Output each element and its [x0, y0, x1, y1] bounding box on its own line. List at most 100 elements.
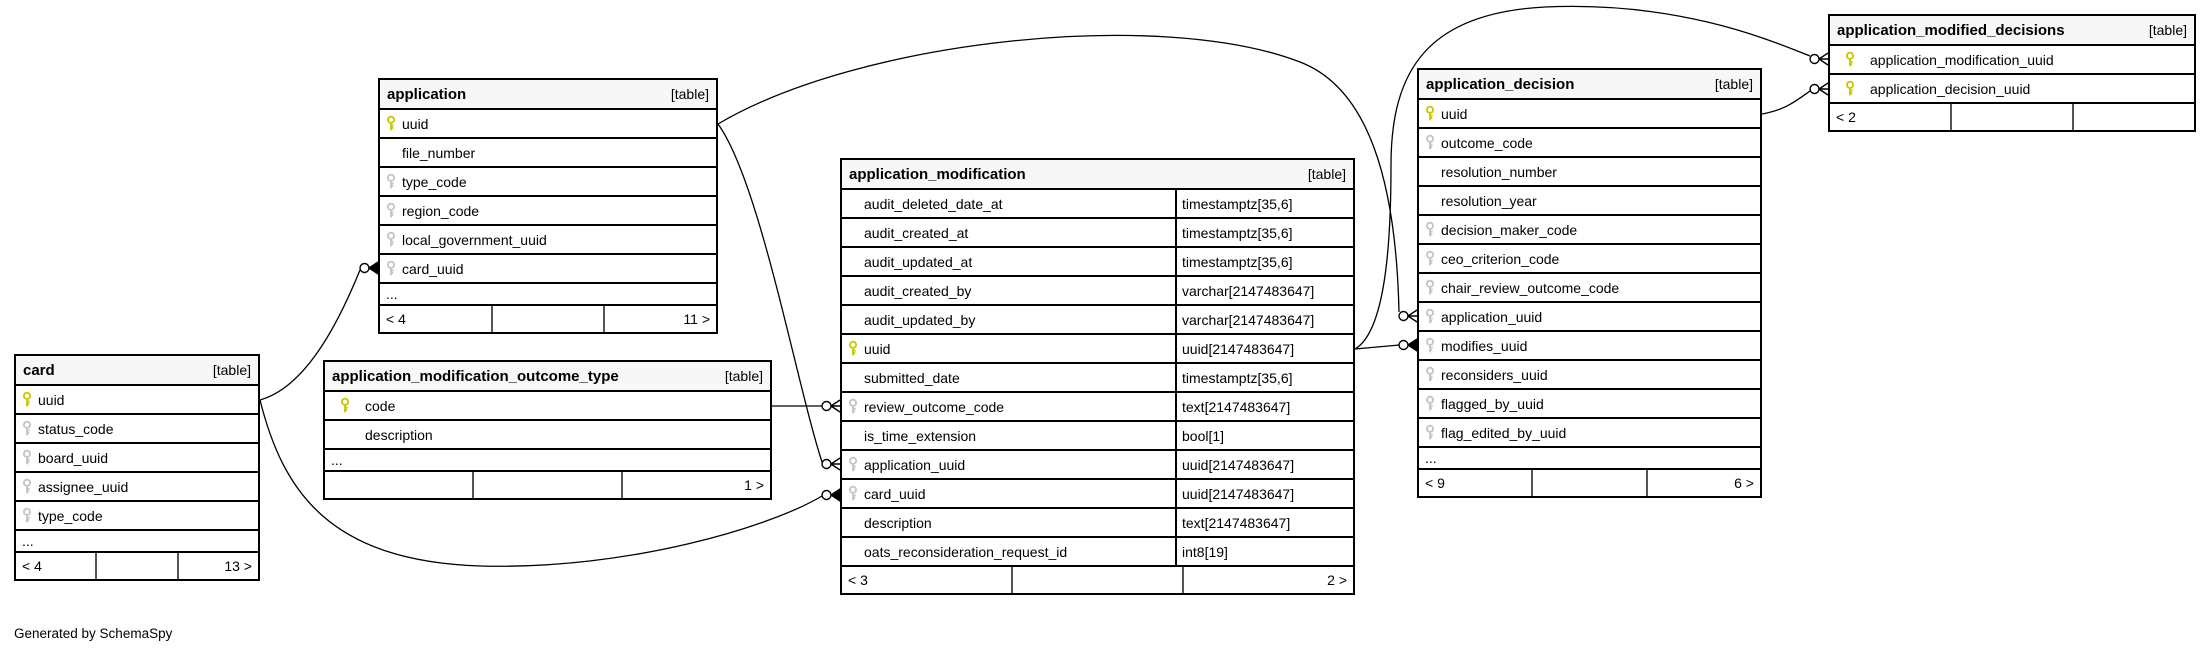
footer-child-count: 13 >	[176, 553, 258, 579]
connector-modified-decisions-application-modification-uuid	[1809, 52, 1829, 66]
footer-child-count	[2072, 104, 2194, 130]
table-row-ellipsis: ...	[16, 531, 258, 553]
footer-parent-count: < 4	[22, 558, 42, 574]
table-row: uuid	[1419, 100, 1760, 129]
primary-key-cell	[842, 340, 864, 357]
foreign-key-cell	[16, 478, 38, 495]
column-name: flag_edited_by_uuid	[1441, 424, 1567, 441]
column-type: uuid[2147483647]	[1175, 335, 1353, 362]
column-name: decision_maker_code	[1441, 221, 1578, 238]
foreign-key-cell	[1419, 395, 1441, 412]
table-row: type_code	[16, 502, 258, 531]
table-row: reconsiders_uuid	[1419, 361, 1760, 390]
rel-application-modification-to-application-decision	[1354, 344, 1400, 350]
table-row: type_code	[380, 168, 716, 197]
column-name: reconsiders_uuid	[1441, 366, 1548, 383]
footer-child-count: 6 >	[1645, 470, 1760, 496]
column-name: type_code	[38, 507, 103, 524]
footer-spacer	[95, 553, 176, 579]
column-name: file_number	[402, 144, 476, 161]
table-header: application_modified_decisions [table]	[1830, 16, 2194, 46]
column-name: application_uuid	[864, 456, 966, 473]
primary-key-cell	[325, 397, 365, 414]
column-name: review_outcome_code	[864, 398, 1005, 415]
table-footer: < 2	[1830, 104, 2194, 130]
table-row: application_modification_uuid	[1830, 46, 2194, 75]
column-type: varchar[2147483647]	[1175, 306, 1353, 333]
foreign-key-icon	[22, 478, 32, 494]
table-row: flagged_by_uuid	[1419, 390, 1760, 419]
table-row: status_code	[16, 415, 258, 444]
table-row: audit_created_at timestamptz[35,6]	[842, 219, 1353, 248]
foreign-key-cell	[16, 420, 38, 437]
connector-application-modification-card-uuid	[821, 487, 841, 503]
column-name: outcome_code	[1441, 134, 1533, 151]
connector-application-modification-review-outcome-code	[821, 399, 841, 413]
foreign-key-cell	[1419, 424, 1441, 441]
table-name-link[interactable]: card	[23, 361, 55, 379]
ellipsis-label: ...	[331, 452, 343, 468]
column-type: timestamptz[35,6]	[1175, 190, 1353, 217]
foreign-key-cell	[380, 202, 402, 219]
primary-key-cell	[1419, 105, 1441, 122]
table-row: decision_maker_code	[1419, 216, 1760, 245]
column-type: timestamptz[35,6]	[1175, 219, 1353, 246]
column-name: card_uuid	[402, 260, 464, 277]
column-name: audit_created_at	[864, 224, 969, 241]
column-name: uuid	[864, 340, 891, 357]
foreign-key-cell	[16, 507, 38, 524]
connector-application-modification-application-uuid	[821, 457, 841, 471]
column-name: assignee_uuid	[38, 478, 129, 495]
column-name: description	[365, 426, 433, 443]
table-name-link[interactable]: application_modification_outcome_type	[332, 367, 619, 385]
table-row: uuid uuid[2147483647]	[842, 335, 1353, 364]
table-tag: [table]	[2148, 22, 2187, 38]
foreign-key-cell	[1419, 279, 1441, 296]
footer-child-count: 1 >	[621, 472, 770, 498]
table-application_modification_outcome_type[interactable]: application_modification_outcome_type[ta…	[323, 360, 772, 500]
foreign-key-cell	[380, 173, 402, 190]
table-name-link[interactable]: application_decision	[1426, 75, 1575, 93]
table-row: outcome_code	[1419, 129, 1760, 158]
table-name-link[interactable]: application_modification	[849, 165, 1026, 183]
column-name: code	[365, 397, 396, 414]
table-name-link[interactable]: application_modified_decisions	[1837, 21, 2065, 39]
foreign-key-icon	[848, 456, 858, 472]
foreign-key-cell	[1419, 250, 1441, 267]
footer-spacer	[490, 306, 604, 332]
foreign-key-icon	[1425, 308, 1435, 324]
column-name: application_decision_uuid	[1870, 80, 2031, 97]
table-row: uuid	[16, 386, 258, 415]
foreign-key-icon	[1425, 395, 1435, 411]
foreign-key-cell	[1419, 221, 1441, 238]
table-name-link[interactable]: application	[387, 85, 467, 103]
column-name: type_code	[402, 173, 467, 190]
table-row: description	[325, 421, 770, 450]
table-row: uuid	[380, 110, 716, 139]
column-name: audit_deleted_date_at	[864, 195, 1003, 212]
column-name: modifies_uuid	[1441, 337, 1528, 354]
table-header: application_decision[table]	[1419, 70, 1760, 100]
foreign-key-cell	[380, 260, 402, 277]
table-application_modified_decisions[interactable]: application_modified_decisions[table]app…	[1828, 14, 2196, 132]
connector-application-decision-application-uuid	[1398, 309, 1418, 323]
column-name: status_code	[38, 420, 114, 437]
column-name: flagged_by_uuid	[1441, 395, 1544, 412]
table-row: audit_deleted_date_at timestamptz[35,6]	[842, 190, 1353, 219]
table-row: local_government_uuid	[380, 226, 716, 255]
column-type: uuid[2147483647]	[1175, 480, 1353, 507]
foreign-key-icon	[1425, 134, 1435, 150]
column-name: region_code	[402, 202, 480, 219]
table-application_modification[interactable]: application_modification[table]audit_del…	[840, 158, 1355, 595]
table-application_decision[interactable]: application_decision[table]uuid outcome_c…	[1417, 68, 1762, 498]
footer-parent-count: < 2	[1836, 109, 1856, 125]
ellipsis-label: ...	[386, 286, 398, 302]
column-name: uuid	[402, 115, 429, 132]
foreign-key-icon	[22, 420, 32, 436]
